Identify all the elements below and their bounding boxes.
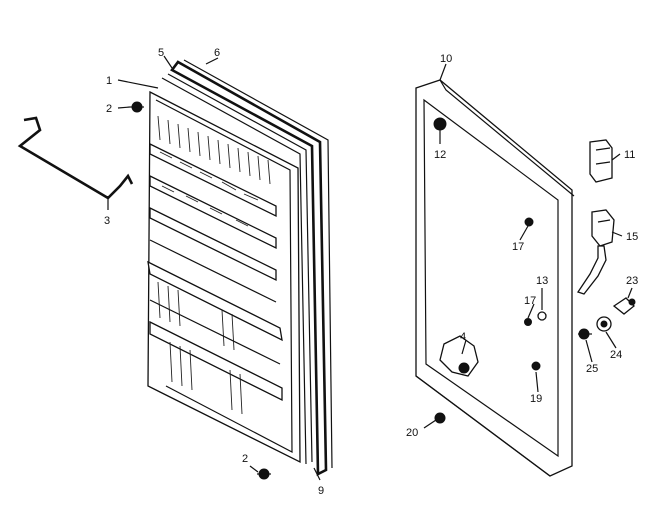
door-gasket-outer — [170, 60, 328, 477]
callout-20: 20 — [406, 427, 418, 439]
door-handle — [576, 245, 607, 295]
callout-4: 4 — [460, 331, 466, 343]
callout-9: 9 — [318, 485, 324, 497]
callout-15: 15 — [626, 231, 638, 243]
door-liner-assembly — [130, 59, 333, 480]
callout-2-bottom: 2 — [242, 453, 248, 465]
liner-shelves — [147, 142, 283, 415]
callout-25: 25 — [586, 363, 598, 375]
outer-door-panel — [415, 79, 575, 477]
callout-5: 5 — [158, 47, 164, 59]
callout-11: 11 — [624, 149, 635, 161]
screw-icon — [130, 101, 144, 113]
screw-icon — [257, 468, 271, 480]
shelf-rod — [17, 116, 134, 200]
callout-6: 6 — [214, 47, 220, 59]
plug-icon — [433, 117, 447, 131]
callout-3: 3 — [104, 215, 110, 227]
callout-12: 12 — [434, 149, 446, 161]
hinge-parts — [576, 139, 615, 295]
screw-icon — [434, 412, 446, 424]
callout-24: 24 — [610, 349, 622, 361]
callout-17-lower: 17 — [524, 295, 536, 307]
callout-23: 23 — [626, 275, 638, 287]
callout-17-upper: 17 — [512, 241, 524, 253]
callout-1: 1 — [106, 75, 112, 87]
door-gasket-inner — [167, 73, 313, 463]
leader-lines — [107, 55, 633, 481]
callout-19: 19 — [530, 393, 542, 405]
handle-fasteners — [578, 297, 636, 340]
callout-labels: 1 2 3 5 6 2 9 10 12 11 15 17 13 17 4 19 … — [104, 47, 638, 497]
callout-10: 10 — [440, 53, 452, 65]
callout-13: 13 — [536, 275, 548, 287]
callout-2-top: 2 — [106, 103, 112, 115]
